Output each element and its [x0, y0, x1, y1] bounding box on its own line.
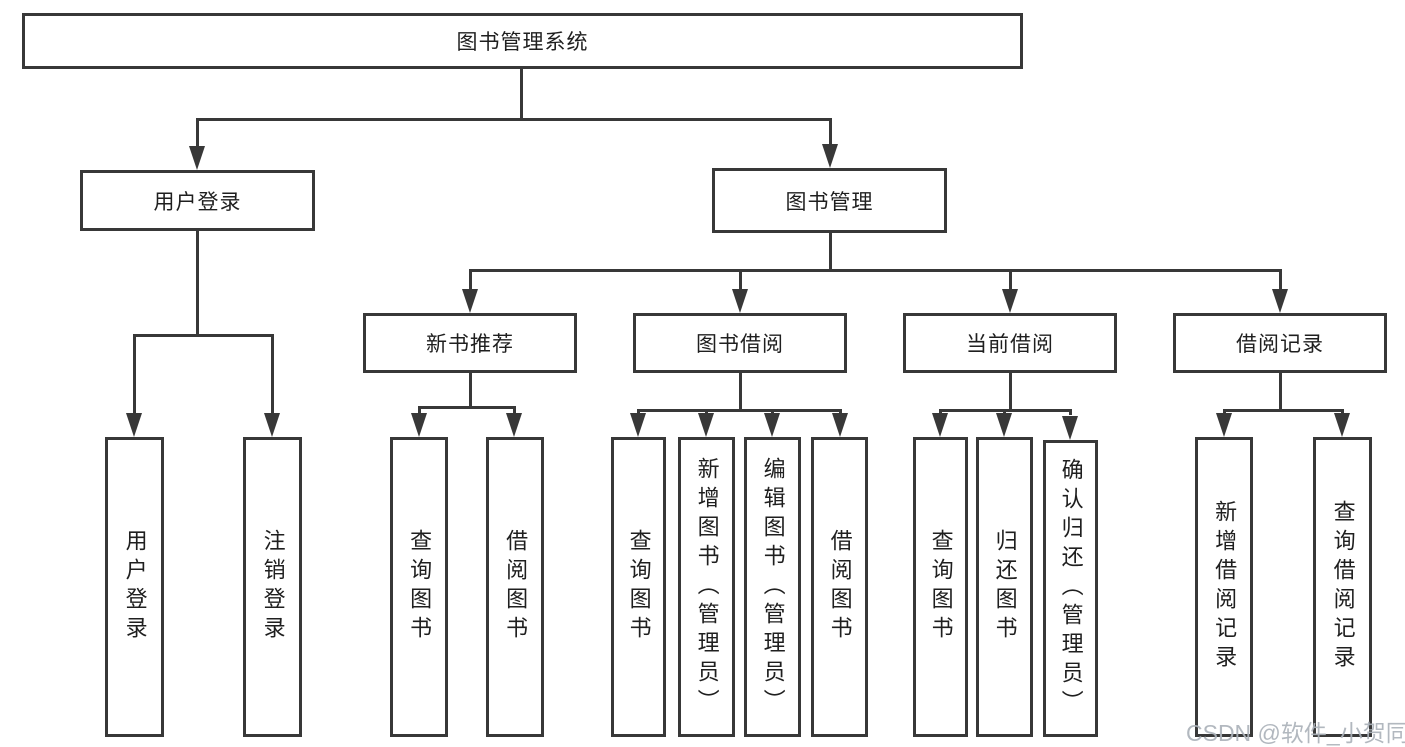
node-label: 查询图书: [928, 529, 954, 645]
arrow-down-icon: [1062, 416, 1078, 440]
connector-line: [1341, 409, 1344, 415]
arrow-down-icon: [1272, 289, 1288, 313]
arrow-down-icon: [822, 144, 838, 168]
connector-line: [196, 118, 832, 121]
connector-line: [739, 269, 742, 290]
connector-line: [839, 409, 842, 415]
connector-line: [829, 233, 832, 272]
connector-line: [469, 269, 472, 290]
leaf-add-borrow-record: 新增借阅记录: [1195, 437, 1253, 737]
node-label: 查询借阅记录: [1330, 500, 1356, 674]
node-label: 注销登录: [260, 529, 286, 645]
node-label: 图书借阅: [696, 333, 784, 356]
connector-line: [196, 230, 199, 336]
arrow-down-icon: [411, 413, 427, 437]
connector-line: [469, 269, 1282, 272]
arrow-down-icon: [506, 413, 522, 437]
arrow-down-icon: [1334, 413, 1350, 437]
node-borrowing-records: 借阅记录: [1173, 313, 1387, 373]
connector-line: [1223, 409, 1344, 412]
connector-line: [1223, 409, 1226, 415]
connector-line: [739, 373, 742, 410]
node-new-book-recommend: 新书推荐: [363, 313, 577, 373]
node-label: 借阅图书: [827, 529, 853, 645]
node-label: 确认归还（管理员）: [1058, 458, 1084, 719]
arrow-down-icon: [126, 413, 142, 437]
connector-line: [133, 334, 136, 414]
leaf-borrow-books: 借阅图书: [811, 437, 868, 737]
connector-line: [705, 409, 708, 415]
leaf-borrow-books: 借阅图书: [486, 437, 544, 737]
csdn-watermark: CSDN @软件_小贺同学: [1186, 720, 1405, 746]
arrow-down-icon: [264, 413, 280, 437]
connector-line: [1069, 409, 1072, 415]
arrow-down-icon: [732, 289, 748, 313]
node-label: 查询图书: [407, 529, 433, 645]
leaf-query-books: 查询图书: [611, 437, 666, 737]
node-label: 借阅图书: [503, 529, 529, 645]
leaf-query-books: 查询图书: [913, 437, 968, 737]
node-label: 用户登录: [153, 190, 242, 214]
node-label: 归还图书: [992, 529, 1018, 645]
connector-line: [469, 373, 472, 407]
connector-line: [1003, 409, 1006, 415]
node-label: 用户登录: [122, 529, 148, 645]
leaf-query-borrow-record: 查询借阅记录: [1313, 437, 1372, 737]
leaf-edit-books-admin: 编辑图书（管理员）: [744, 437, 801, 737]
leaf-query-books: 查询图书: [390, 437, 448, 737]
node-label: 新增图书（管理员）: [694, 456, 720, 718]
node-label: 借阅记录: [1236, 333, 1324, 356]
connector-line: [520, 68, 523, 119]
arrow-down-icon: [1002, 289, 1018, 313]
connector-line: [1279, 373, 1282, 410]
node-label: 图书管理系统: [456, 31, 589, 54]
connector-line: [771, 409, 774, 415]
leaf-logout: 注销登录: [243, 437, 302, 737]
node-label: 新增借阅记录: [1212, 500, 1238, 674]
connector-line: [939, 409, 942, 415]
arrow-down-icon: [630, 413, 646, 437]
connector-line: [271, 334, 274, 414]
arrow-down-icon: [996, 413, 1012, 437]
connector-line: [418, 406, 421, 414]
connector-line: [1009, 373, 1012, 410]
connector-line: [196, 118, 199, 147]
node-label: 当前借阅: [966, 333, 1054, 356]
arrow-down-icon: [932, 413, 948, 437]
arrow-down-icon: [764, 413, 780, 437]
connector-line: [418, 406, 516, 409]
node-current-borrowing: 当前借阅: [903, 313, 1117, 373]
node-label: 编辑图书（管理员）: [760, 456, 786, 718]
connector-line: [1279, 269, 1282, 290]
arrow-down-icon: [462, 289, 478, 313]
leaf-add-books-admin: 新增图书（管理员）: [678, 437, 735, 737]
leaf-return-books: 归还图书: [976, 437, 1033, 737]
connector-line: [829, 118, 832, 145]
connector-line: [513, 406, 516, 414]
arrow-down-icon: [1216, 413, 1232, 437]
node-library-management-system: 图书管理系统: [22, 13, 1023, 69]
leaf-user-login: 用户登录: [105, 437, 164, 737]
node-book-borrowing: 图书借阅: [633, 313, 847, 373]
connector-line: [637, 409, 640, 415]
node-label: 新书推荐: [426, 333, 514, 356]
node-label: 查询图书: [626, 529, 652, 645]
arrow-down-icon: [832, 413, 848, 437]
connector-line: [133, 334, 274, 337]
connector-line: [637, 409, 842, 412]
connector-line: [1009, 269, 1012, 290]
leaf-confirm-return-admin: 确认归还（管理员）: [1043, 440, 1098, 737]
arrow-down-icon: [698, 413, 714, 437]
node-book-management: 图书管理: [712, 168, 947, 233]
arrow-down-icon: [189, 146, 205, 170]
node-label: 图书管理: [785, 190, 874, 214]
node-user-login: 用户登录: [80, 170, 315, 231]
